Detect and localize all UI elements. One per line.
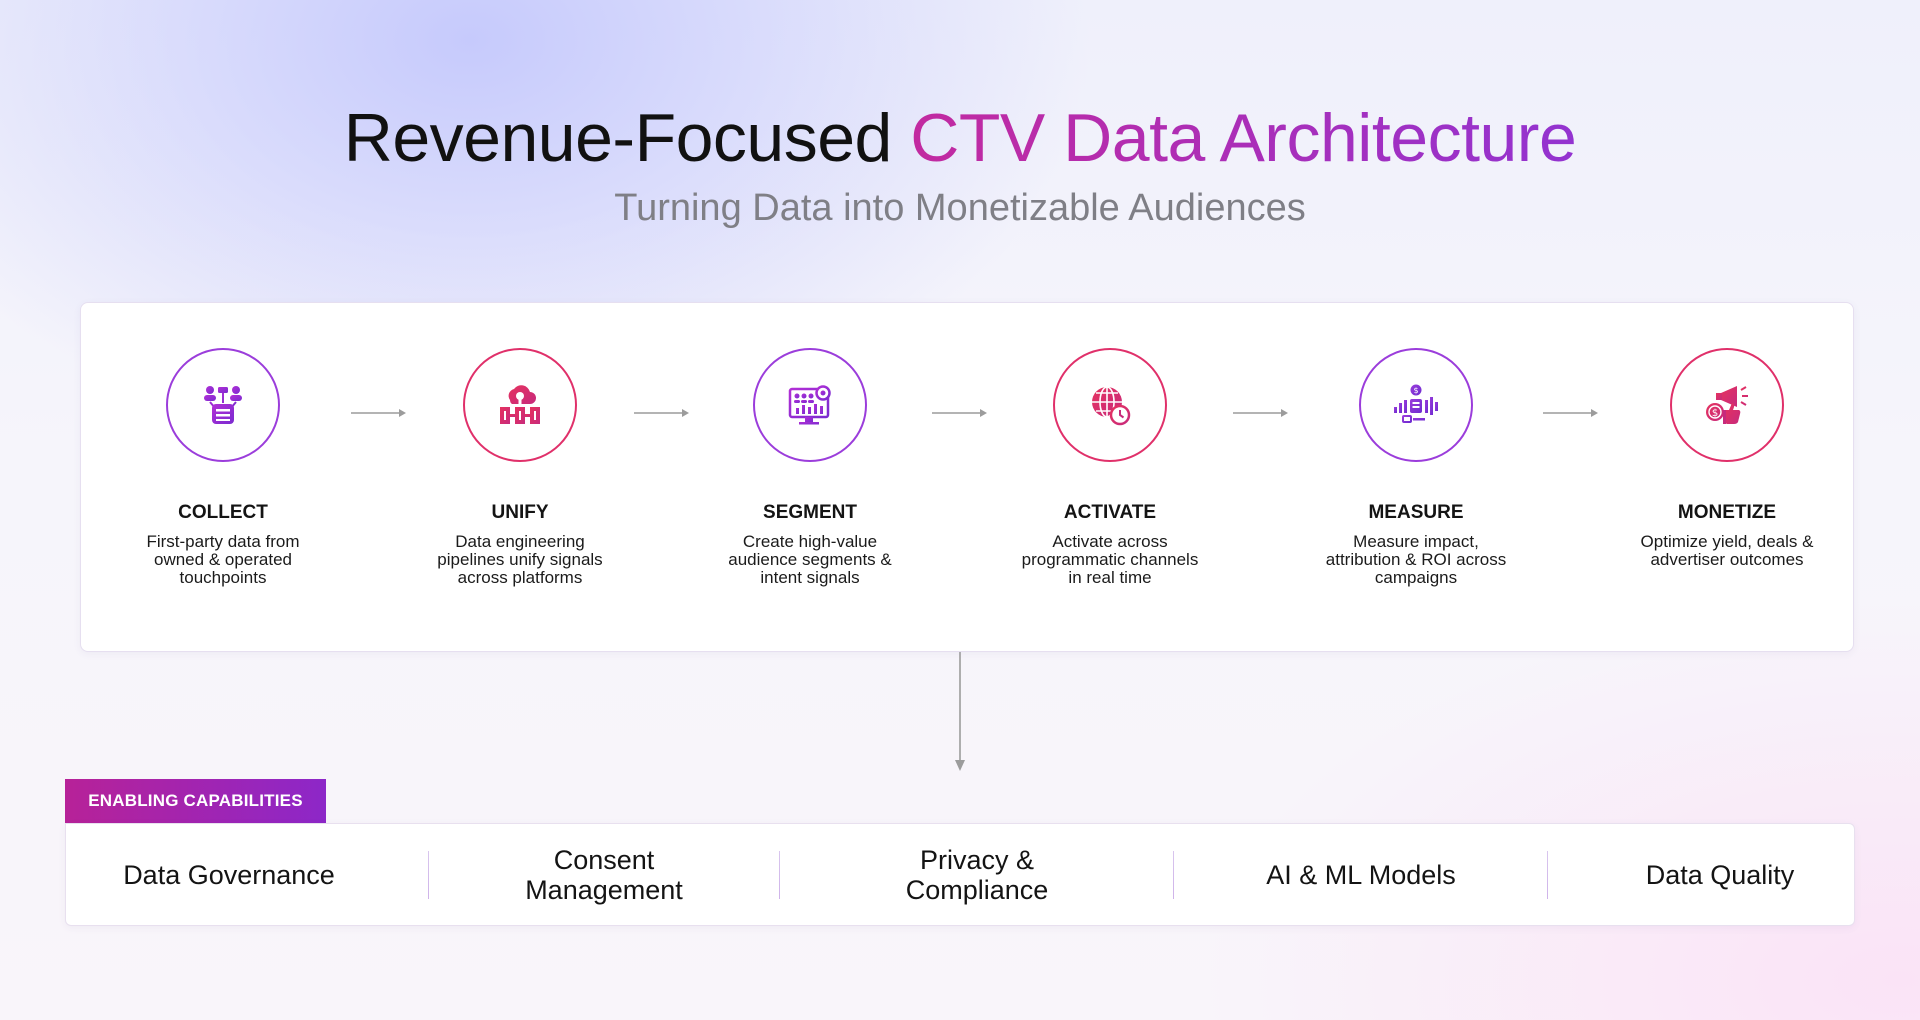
- flow-arrow: [932, 409, 987, 417]
- capability-divider: [779, 851, 780, 899]
- flow-arrow: [1233, 409, 1288, 417]
- step-title: ACTIVATE: [1063, 502, 1157, 523]
- svg-text:$: $: [1413, 386, 1418, 395]
- flow-card: COLLECT First-party data from owned & op…: [80, 302, 1854, 652]
- step-description: Measure impact, attribution & ROI across…: [1325, 532, 1507, 587]
- page-subtitle: Turning Data into Monetizable Audiences: [614, 187, 1306, 229]
- step-title: MONETIZE: [1677, 502, 1777, 523]
- capability-consent-management: Consent Management: [525, 844, 683, 905]
- step-title: SEGMENT: [763, 502, 857, 523]
- step-circle: [1053, 348, 1167, 462]
- cloud-pipeline-icon: [500, 385, 540, 424]
- step-title: MEASURE: [1368, 502, 1464, 523]
- step-description: Create high-value audience segments & in…: [728, 532, 892, 587]
- step-segment: SEGMENT Create high-value audience segme…: [680, 303, 940, 587]
- step-circle: $: [1670, 348, 1784, 462]
- flow-arrow: [351, 409, 406, 417]
- step-circle: [166, 348, 280, 462]
- collect-touchpoints-icon: [204, 386, 242, 424]
- title-main: Revenue-Focused: [343, 100, 893, 176]
- flow-arrow: [634, 409, 689, 417]
- step-title: COLLECT: [178, 502, 268, 523]
- measure-signal-icon: $: [1394, 384, 1438, 423]
- enabling-capabilities-label: ENABLING CAPABILITIES: [65, 779, 326, 823]
- svg-text:$: $: [1712, 408, 1718, 419]
- step-title: UNIFY: [491, 502, 549, 523]
- capability-data-governance: Data Governance: [123, 859, 335, 890]
- capability-divider: [1173, 851, 1174, 899]
- audience-dashboard-icon: [788, 385, 831, 425]
- step-description: First-party data from owned & operated t…: [146, 532, 300, 587]
- capability-privacy-compliance: Privacy & Compliance: [905, 844, 1049, 905]
- step-monetize: $ MONETIZE Optimize yield, deals & adver…: [1597, 303, 1857, 569]
- step-measure: $ MEASURE Measure impact, attribution & …: [1286, 303, 1546, 587]
- capability-divider: [428, 851, 429, 899]
- page-title: Revenue-Focused CTV Data Architecture: [0, 98, 1920, 178]
- step-circle: [463, 348, 577, 462]
- step-collect: COLLECT First-party data from owned & op…: [93, 303, 353, 587]
- capability-data-quality: Data Quality: [1645, 859, 1795, 890]
- megaphone-coin-icon: $: [1706, 386, 1748, 424]
- step-circle: [753, 348, 867, 462]
- capability-divider: [1547, 851, 1548, 899]
- capability-ai-ml-models: AI & ML Models: [1266, 859, 1456, 890]
- step-description: Data engineering pipelines unify signals…: [437, 532, 603, 587]
- down-arrow-connector: [955, 652, 965, 771]
- globe-clock-icon: [1092, 386, 1131, 426]
- title-accent: CTV Data Architecture: [910, 100, 1577, 176]
- flow-arrow: [1543, 409, 1598, 417]
- step-description: Optimize yield, deals & advertiser outco…: [1640, 532, 1814, 569]
- step-circle: $: [1359, 348, 1473, 462]
- step-description: Activate across programmatic channels in…: [1021, 532, 1199, 587]
- capabilities-card: Data Governance Consent Management Priva…: [65, 823, 1855, 926]
- step-unify: UNIFY Data engineering pipelines unify s…: [390, 303, 650, 587]
- step-activate: ACTIVATE Activate across programmatic ch…: [980, 303, 1240, 587]
